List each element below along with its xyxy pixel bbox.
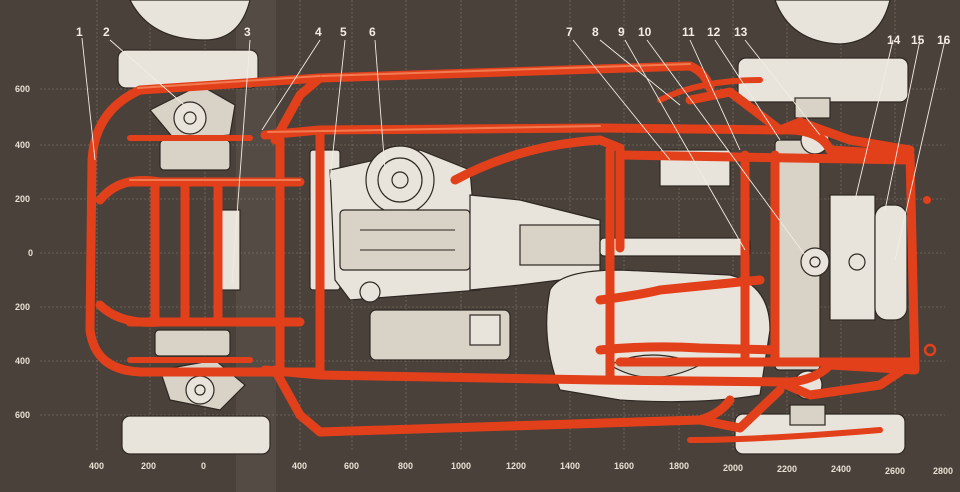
gearbox-housing bbox=[519, 224, 601, 266]
x-label-1600: 1600 bbox=[614, 461, 634, 471]
front-corner-lower bbox=[95, 300, 165, 327]
y-label-400-top: 400 bbox=[15, 140, 30, 150]
x-label-2400: 2400 bbox=[831, 464, 851, 474]
callout-15: 15 bbox=[911, 33, 925, 47]
callout-9: 9 bbox=[618, 25, 625, 39]
callout-4: 4 bbox=[315, 25, 322, 39]
x-axis-labels: 400 200 0 400 600 800 1000 1200 1400 160… bbox=[89, 461, 953, 476]
rear-mount-top bbox=[923, 196, 931, 204]
callout-11: 11 bbox=[682, 25, 695, 39]
steering-box bbox=[159, 139, 231, 171]
front-corner-upper bbox=[95, 175, 165, 205]
x-label-2200: 2200 bbox=[777, 464, 797, 474]
front-right-wheel bbox=[121, 415, 271, 455]
callout-10: 10 bbox=[638, 25, 652, 39]
leader-lines bbox=[81, 37, 946, 283]
rear-diagonal-bottom bbox=[695, 385, 785, 433]
front-outer-hoop bbox=[85, 73, 325, 377]
x-label-1200: 1200 bbox=[506, 461, 526, 471]
callout-3: 3 bbox=[244, 25, 251, 39]
callout-13: 13 bbox=[734, 25, 748, 39]
propeller-shaft bbox=[599, 237, 751, 257]
rear-upper-link bbox=[775, 117, 915, 155]
rear-shock-right bbox=[789, 404, 826, 426]
x-label-1000: 1000 bbox=[451, 461, 471, 471]
callouts: 1 2 3 4 5 6 7 8 9 10 11 12 13 14 15 16 bbox=[76, 25, 951, 47]
roll-hoop-bottom bbox=[687, 427, 883, 443]
steering-rack bbox=[219, 209, 241, 291]
x-label-200-left: 200 bbox=[141, 461, 156, 471]
x-label-1400: 1400 bbox=[560, 461, 580, 471]
x-label-400: 400 bbox=[292, 461, 307, 471]
y-label-600-top: 600 bbox=[15, 84, 30, 94]
callout-14: 14 bbox=[887, 33, 901, 47]
x-label-2000: 2000 bbox=[723, 463, 743, 473]
upper-bottom-rail bbox=[315, 395, 735, 437]
master-cylinder bbox=[469, 314, 501, 346]
callout-6: 6 bbox=[369, 25, 376, 39]
y-label-600-bottom: 600 bbox=[15, 410, 30, 420]
y-label-200-top: 200 bbox=[15, 194, 30, 204]
callout-12: 12 bbox=[707, 25, 721, 39]
x-label-400-left: 400 bbox=[89, 461, 104, 471]
x-label-2600: 2600 bbox=[885, 466, 905, 476]
wheels bbox=[117, 0, 909, 455]
front-diagonal-top bbox=[270, 73, 325, 145]
x-label-2800: 2800 bbox=[933, 466, 953, 476]
y-label-200-bottom: 200 bbox=[15, 302, 30, 312]
rear-cross-upper bbox=[615, 150, 915, 165]
x-label-1800: 1800 bbox=[669, 461, 689, 471]
rear-mount-bottom bbox=[923, 343, 937, 357]
x-label-600: 600 bbox=[344, 461, 359, 471]
x-label-800: 800 bbox=[398, 461, 413, 471]
callout-2: 2 bbox=[103, 25, 110, 39]
cockpit-top-rail bbox=[450, 135, 625, 253]
callout-16: 16 bbox=[937, 33, 951, 47]
x-label-0: 0 bbox=[201, 461, 206, 471]
cylinder-head bbox=[339, 209, 471, 271]
y-label-0: 0 bbox=[28, 248, 33, 258]
front-diagonal-bottom bbox=[270, 365, 325, 437]
powertrain bbox=[309, 145, 751, 361]
rear-diagonal-top bbox=[685, 87, 785, 135]
callout-1: 1 bbox=[76, 25, 83, 39]
y-label-400-bottom: 400 bbox=[15, 356, 30, 366]
spare-wheel-top-left bbox=[129, 0, 251, 41]
callout-7: 7 bbox=[566, 25, 573, 39]
tubular-frame bbox=[85, 61, 937, 443]
callout-5: 5 bbox=[340, 25, 347, 39]
rear-lower-link bbox=[775, 360, 915, 400]
battery-tank bbox=[874, 204, 908, 321]
rear-shock-left bbox=[794, 97, 831, 119]
callout-8: 8 bbox=[592, 25, 599, 39]
front-crossmember bbox=[154, 329, 231, 357]
alternator bbox=[359, 281, 381, 303]
spare-wheel-top-right bbox=[774, 0, 891, 45]
rear-left-wheel bbox=[737, 57, 909, 103]
y-axis-labels: 600 400 200 0 200 400 600 bbox=[15, 84, 33, 420]
